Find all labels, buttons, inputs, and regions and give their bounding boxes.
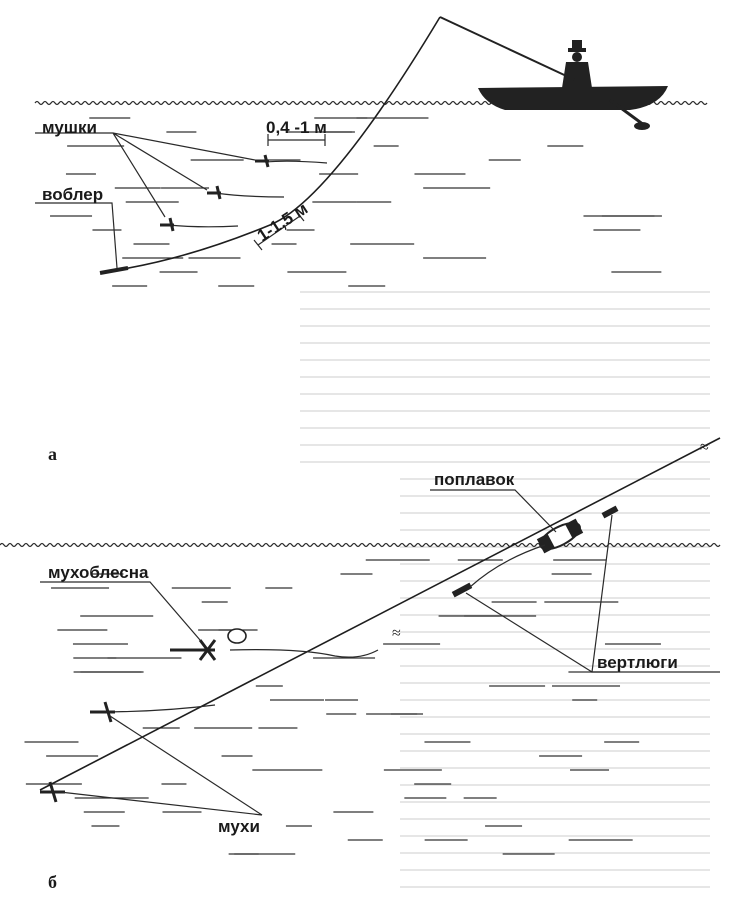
swivel-icon — [601, 505, 619, 519]
fly-icon — [90, 701, 115, 723]
float-icon — [536, 518, 584, 554]
fly-spoon-leader — [229, 649, 379, 658]
water-surface-b — [0, 542, 721, 548]
wobbler-pointer — [35, 202, 118, 269]
dropper-line — [214, 192, 285, 198]
float-leader — [469, 544, 546, 588]
dimension-arrow-leader — [267, 134, 326, 146]
label-fly-spoon: мухоблесна — [48, 563, 149, 582]
label-float: поплавок — [434, 470, 515, 489]
fishing-rod — [439, 16, 576, 81]
water-dashes-b — [24, 559, 661, 855]
wobbler-icon — [99, 266, 129, 275]
fly-spoon-pointer — [40, 581, 201, 641]
label-flies-b: мухи — [218, 817, 260, 836]
break-mark: ≈ — [700, 439, 709, 456]
float-pointer — [430, 489, 557, 533]
figure-b: ≈ ≈ поплавок мухоблесна вертлюги мухи б — [0, 437, 721, 892]
fly-icon — [160, 217, 175, 232]
bleed-through-text — [300, 291, 710, 888]
panel-label-a: а — [48, 444, 57, 464]
dropper-line — [264, 160, 328, 164]
label-leader-spacing: 0,4 -1 м — [266, 118, 327, 137]
swivel-icon — [451, 582, 473, 598]
label-dropper-spacing: 1-1,5 м — [254, 199, 311, 245]
main-line-b — [39, 437, 721, 791]
dropper-line — [167, 224, 239, 228]
flies-pointer — [35, 132, 256, 218]
label-swivels: вертлюги — [597, 653, 678, 672]
label-flies-a: мушки — [42, 118, 97, 137]
water-dashes-a — [50, 117, 662, 287]
fly-spoon-icon — [170, 628, 247, 661]
panel-label-b: б — [48, 872, 57, 892]
dimension-arrow-dropper — [253, 210, 305, 251]
figure-a: мушки воблер 0,4 -1 м 1-1,5 м а — [34, 16, 708, 464]
flies-pointer-b — [59, 715, 263, 816]
swivels-pointer — [465, 514, 720, 673]
break-mark: ≈ — [392, 625, 401, 642]
fisherman-icon — [562, 40, 592, 88]
fly-icon — [255, 154, 270, 168]
main-line-a — [102, 16, 441, 273]
fly-icon — [207, 185, 222, 200]
boat-icon — [478, 86, 668, 130]
label-wobbler: воблер — [42, 185, 103, 204]
